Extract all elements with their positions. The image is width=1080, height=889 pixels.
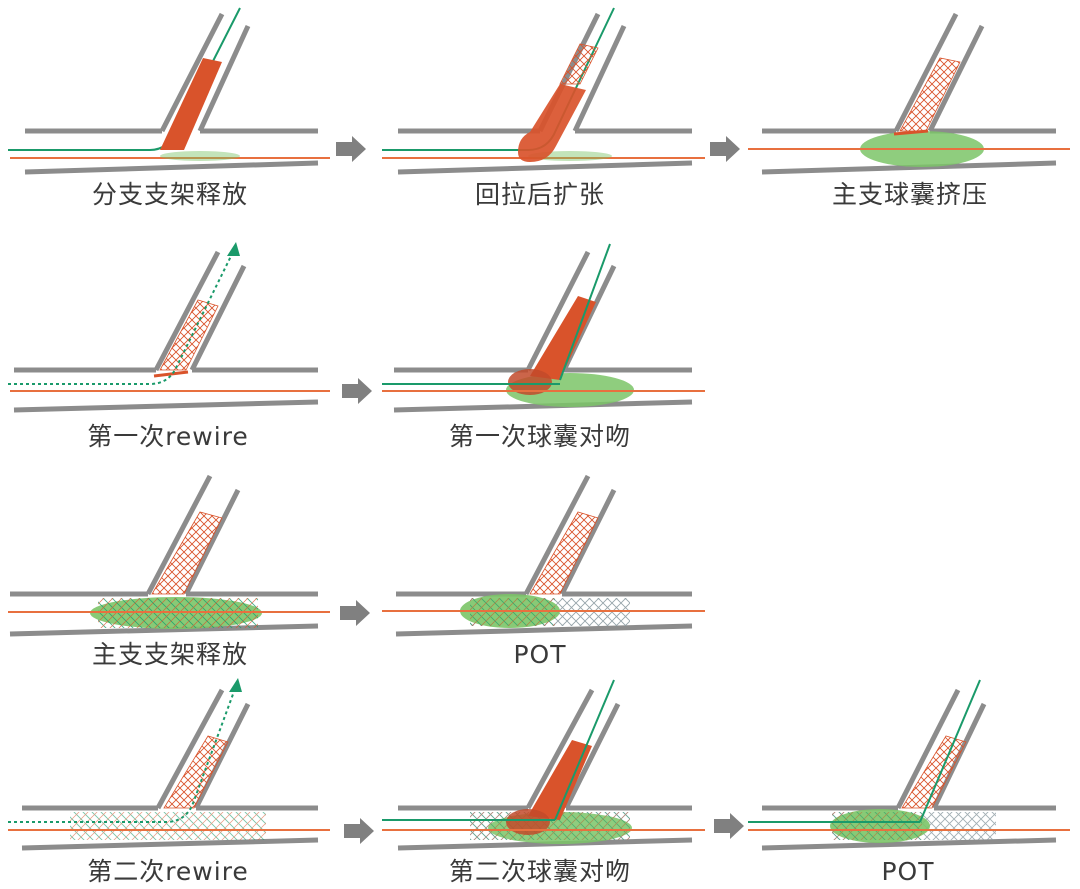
step-panel-1	[8, 7, 330, 175]
side-branch-vessel	[523, 474, 617, 596]
overlap-region	[506, 809, 550, 835]
step-panel-7	[382, 474, 705, 637]
main-stent-mesh-overlay	[832, 812, 922, 840]
step-label-9: 第二次球囊对吻	[449, 857, 631, 886]
crushed-stent-flap	[893, 129, 929, 136]
step-label-3: 主支球囊挤压	[832, 180, 988, 209]
branch-stent-expanded-red	[518, 84, 586, 162]
step-panel-6	[8, 474, 330, 637]
branch-stent-mesh	[151, 511, 223, 595]
flow-arrow-3	[342, 378, 372, 404]
flow-arrow-6	[714, 813, 744, 839]
side-branch-vessel	[153, 250, 247, 372]
main-vessel	[397, 805, 693, 851]
side-branch-vessel	[145, 474, 241, 596]
flow-arrow-2	[710, 136, 740, 162]
captions: 分支支架释放 回拉后扩张 主支球囊挤压 第一次rewire 第一次球囊对吻 主支…	[87, 180, 988, 886]
branch-stent-mesh	[901, 735, 967, 809]
main-vessel	[24, 128, 319, 175]
side-branch-vessel	[893, 12, 985, 133]
step-label-2: 回拉后扩张	[475, 180, 605, 209]
side-branch-vessel	[155, 688, 251, 810]
step-panel-5	[382, 243, 705, 413]
step-panel-2	[382, 7, 705, 175]
step-label-5: 第一次球囊对吻	[449, 422, 631, 451]
side-branch-vessel	[525, 688, 621, 810]
step-label-1: 分支支架释放	[92, 180, 248, 209]
crushed-branch-stent-mesh	[159, 299, 219, 371]
side-branch-wire-green	[919, 679, 981, 823]
main-vessel	[761, 128, 1057, 175]
flow-arrow-1	[336, 136, 366, 162]
step-label-6: 主支支架释放	[92, 640, 248, 669]
flow-arrow-5	[344, 818, 374, 844]
step-label-4: 第一次rewire	[87, 422, 249, 451]
main-vessel	[397, 128, 693, 175]
main-vessel	[395, 591, 693, 637]
overlap-region	[508, 369, 552, 395]
rewire-arrow-head	[227, 242, 240, 256]
rewire-dotted-green	[8, 249, 235, 385]
crushed-stent-flap	[153, 370, 189, 378]
side-branch-vessel	[159, 12, 251, 133]
main-vessel	[21, 805, 319, 851]
step-panel-4	[8, 242, 330, 413]
main-vessel	[761, 805, 1057, 851]
branch-stent-mesh	[163, 735, 229, 809]
flow-arrows	[336, 136, 744, 844]
step-panel-8	[8, 678, 330, 851]
rewire-dotted-green	[8, 685, 237, 823]
side-branch-wire-green	[559, 243, 611, 381]
step-panel-3	[748, 12, 1070, 175]
step-panel-9	[382, 679, 705, 851]
branch-balloon-red	[528, 740, 592, 820]
branch-balloon-red	[530, 296, 596, 380]
main-vessel	[393, 367, 693, 413]
branch-stent-mesh	[529, 511, 599, 595]
step-panel-10	[748, 679, 1070, 851]
step-label-10: POT	[881, 857, 934, 886]
step-label-7: POT	[513, 640, 566, 669]
main-vessel	[9, 591, 319, 637]
balloon-faint	[160, 151, 240, 161]
side-branch-wire-green	[554, 679, 615, 821]
main-stent-mesh	[70, 812, 266, 840]
branch-stent-mesh	[559, 43, 599, 85]
branch-stent-red	[160, 58, 222, 150]
rewire-arrow-head	[229, 678, 242, 692]
step-label-8: 第二次rewire	[87, 857, 249, 886]
flow-arrow-4	[340, 600, 370, 626]
main-vessel	[13, 367, 319, 413]
